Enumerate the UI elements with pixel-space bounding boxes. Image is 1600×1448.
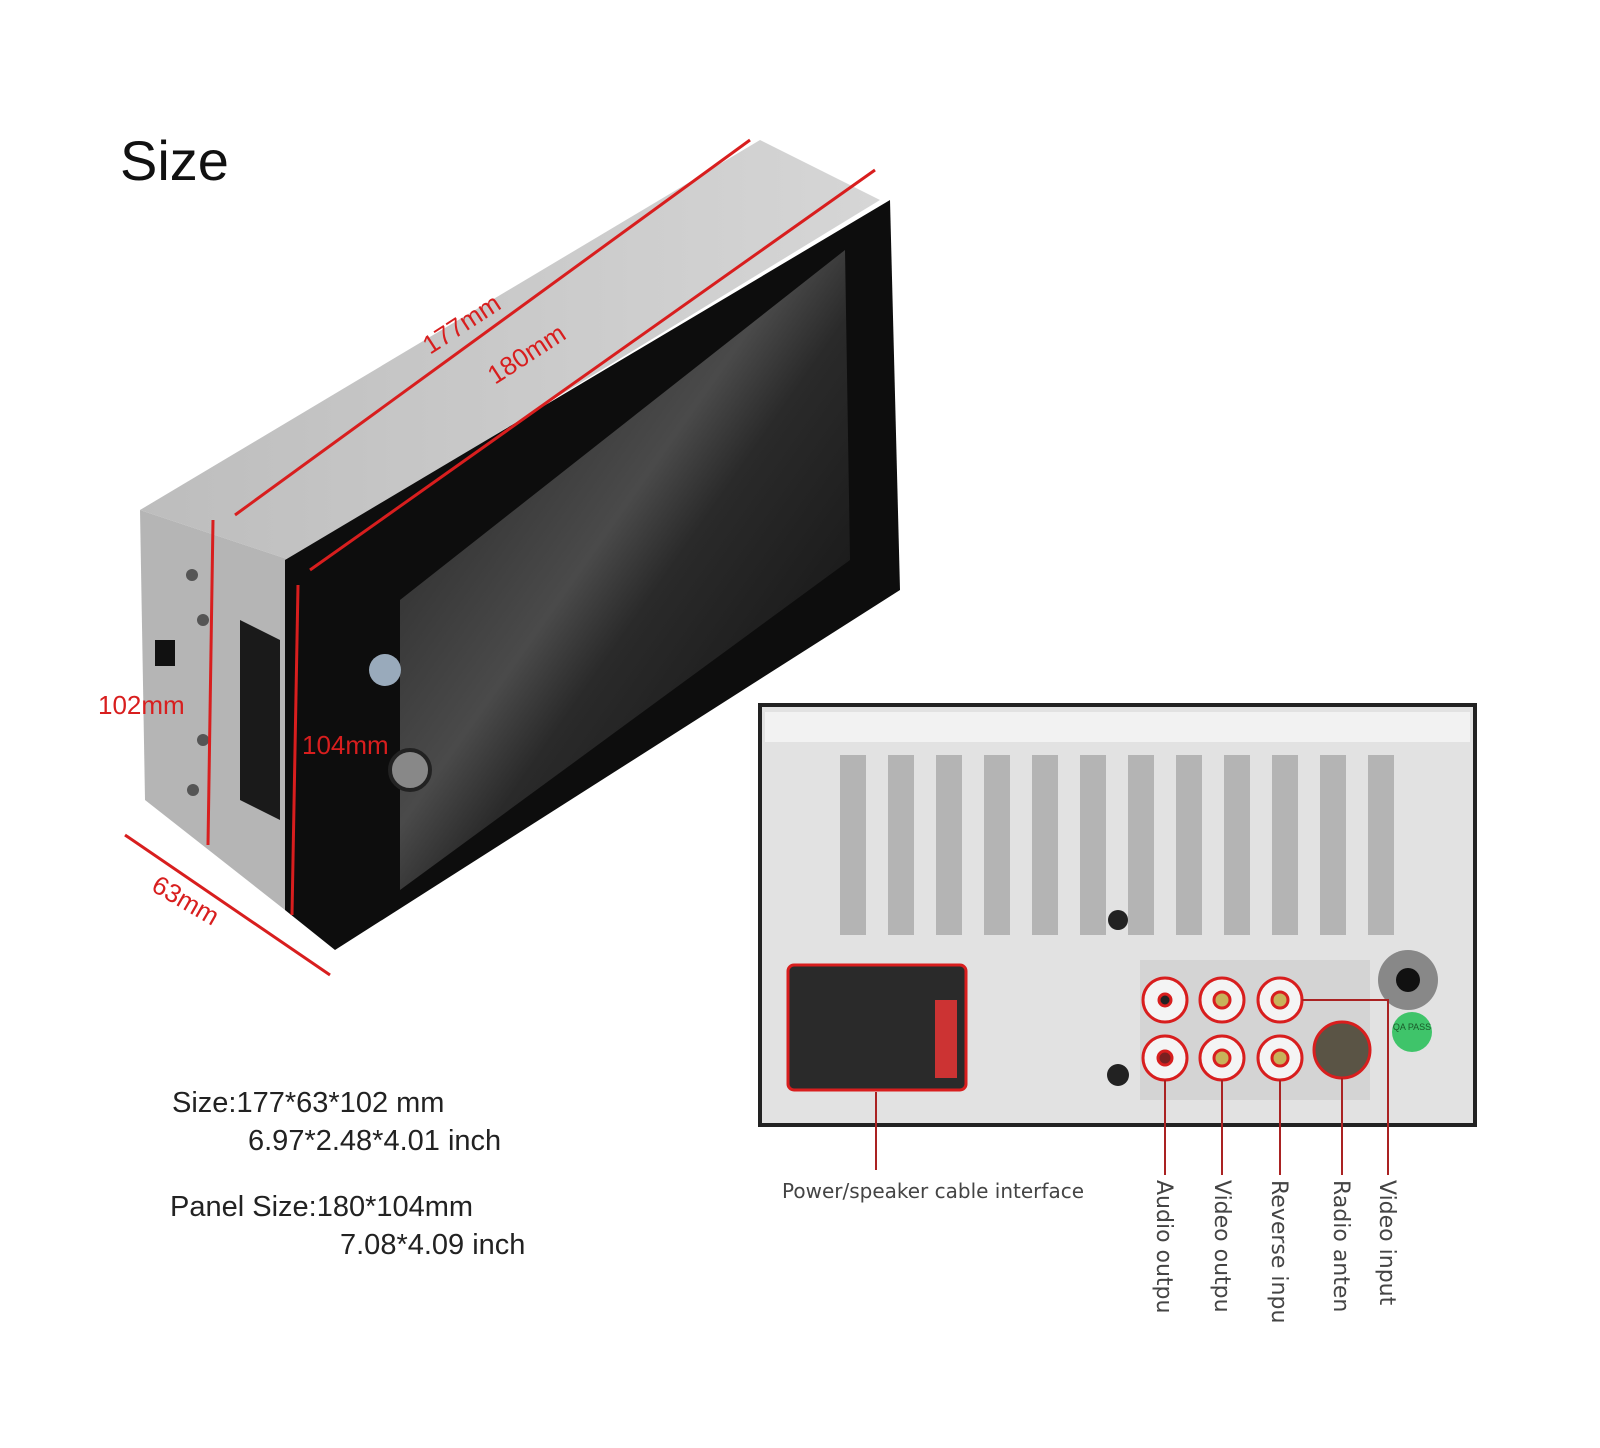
spec-panel-mm: Panel Size:180*104mm bbox=[170, 1191, 473, 1223]
iso-connector bbox=[786, 963, 968, 1092]
spec-panel-inch: 7.08*4.09 inch bbox=[340, 1229, 525, 1261]
power-button bbox=[369, 654, 401, 686]
head-unit-rear-view: QA PASS bbox=[758, 703, 1477, 1127]
mounting-bracket bbox=[240, 620, 280, 820]
label-video-input: Video input bbox=[1374, 1180, 1399, 1306]
spec-size-inch: 6.97*2.48*4.01 inch bbox=[248, 1125, 501, 1157]
page-title: Size bbox=[120, 129, 229, 192]
heat-sink-fin bbox=[1176, 755, 1202, 935]
dimension-lines bbox=[124, 138, 876, 977]
dim-63: 63mm bbox=[147, 869, 225, 931]
heat-sink-fin bbox=[1320, 755, 1346, 935]
volume-knob bbox=[388, 748, 432, 792]
spec-size-mm: Size:177*63*102 mm bbox=[172, 1087, 444, 1119]
label-audio-output: Audio outpu bbox=[1151, 1180, 1176, 1313]
specs: Size:177*63*102 mm 6.97*2.48*4.01 inch P… bbox=[170, 1087, 525, 1261]
heat-sink-fin bbox=[1368, 755, 1394, 935]
heat-sink-fin bbox=[840, 755, 866, 935]
head-unit-angled-view: 177mm 180mm 102mm 104mm 63mm bbox=[98, 138, 900, 977]
heat-sink-fin bbox=[984, 755, 1010, 935]
heat-sink-fin bbox=[888, 755, 914, 935]
heat-sink-fin bbox=[1128, 755, 1154, 935]
rca-jacks bbox=[1141, 976, 1372, 1082]
fuse bbox=[935, 1000, 957, 1078]
label-video-output: Video outpu bbox=[1209, 1180, 1234, 1313]
label-reverse-input: Reverse inpu bbox=[1266, 1180, 1291, 1323]
dim-102: 102mm bbox=[98, 690, 185, 720]
qa-pass-text: QA PASS bbox=[1393, 1022, 1431, 1032]
dim-104: 104mm bbox=[302, 730, 389, 760]
leader-lines bbox=[875, 999, 1389, 1175]
label-power-speaker: Power/speaker cable interface bbox=[782, 1179, 1084, 1203]
side-port bbox=[155, 640, 175, 666]
heat-sink-fin bbox=[1224, 755, 1250, 935]
qa-pass-badge bbox=[1392, 1012, 1432, 1052]
heat-sink-fin bbox=[1272, 755, 1298, 935]
label-radio-antenna: Radio anten bbox=[1328, 1180, 1353, 1312]
side-panel bbox=[140, 510, 290, 910]
heat-sink-fin bbox=[1032, 755, 1058, 935]
top-panel bbox=[140, 140, 880, 560]
heat-sink-fin bbox=[936, 755, 962, 935]
heat-sink-fin bbox=[1080, 755, 1106, 935]
screen bbox=[400, 250, 850, 890]
